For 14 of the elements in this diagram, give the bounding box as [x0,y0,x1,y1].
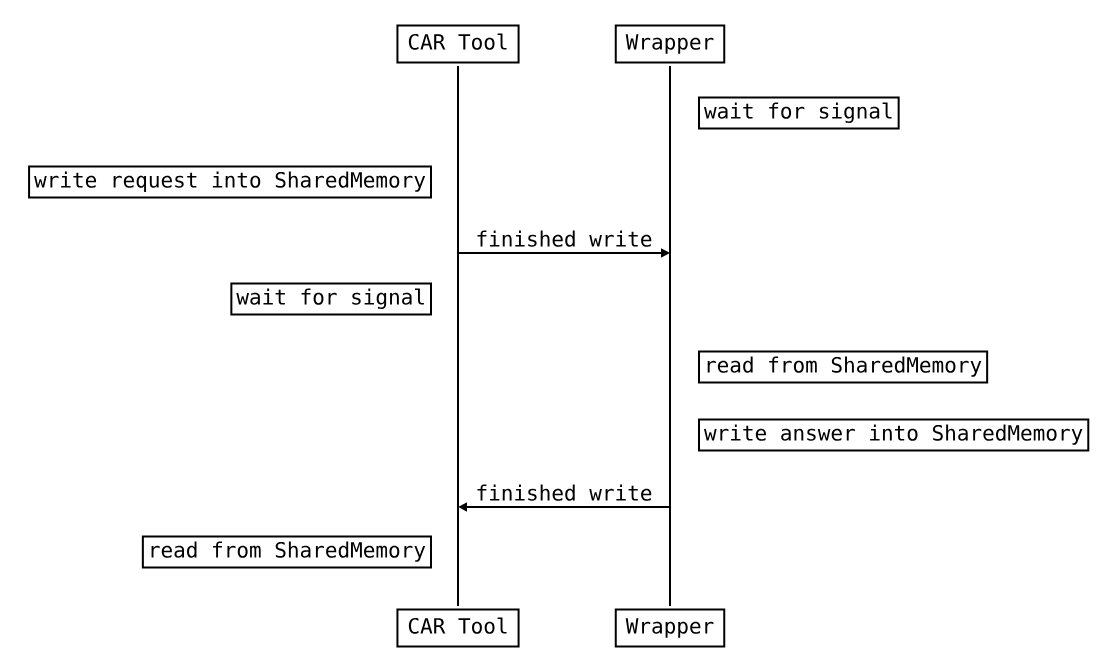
participant-box: CAR Tool [396,608,520,648]
participant-box: CAR Tool [396,24,520,64]
lifeline [669,65,671,607]
lifeline [457,65,459,607]
edge-label: finished write [474,229,654,248]
edge-label: finished write [474,483,654,502]
note-box: read from SharedMemory [141,535,432,569]
participant-box: Wrapper [614,608,726,648]
participant-box: Wrapper [614,24,726,64]
note-box: read from SharedMemory [698,350,989,384]
note-box: wait for signal [698,96,900,130]
note-box: write request into SharedMemory [28,165,432,199]
note-box: write answer into SharedMemory [698,418,1090,452]
note-box: wait for signal [230,282,432,316]
